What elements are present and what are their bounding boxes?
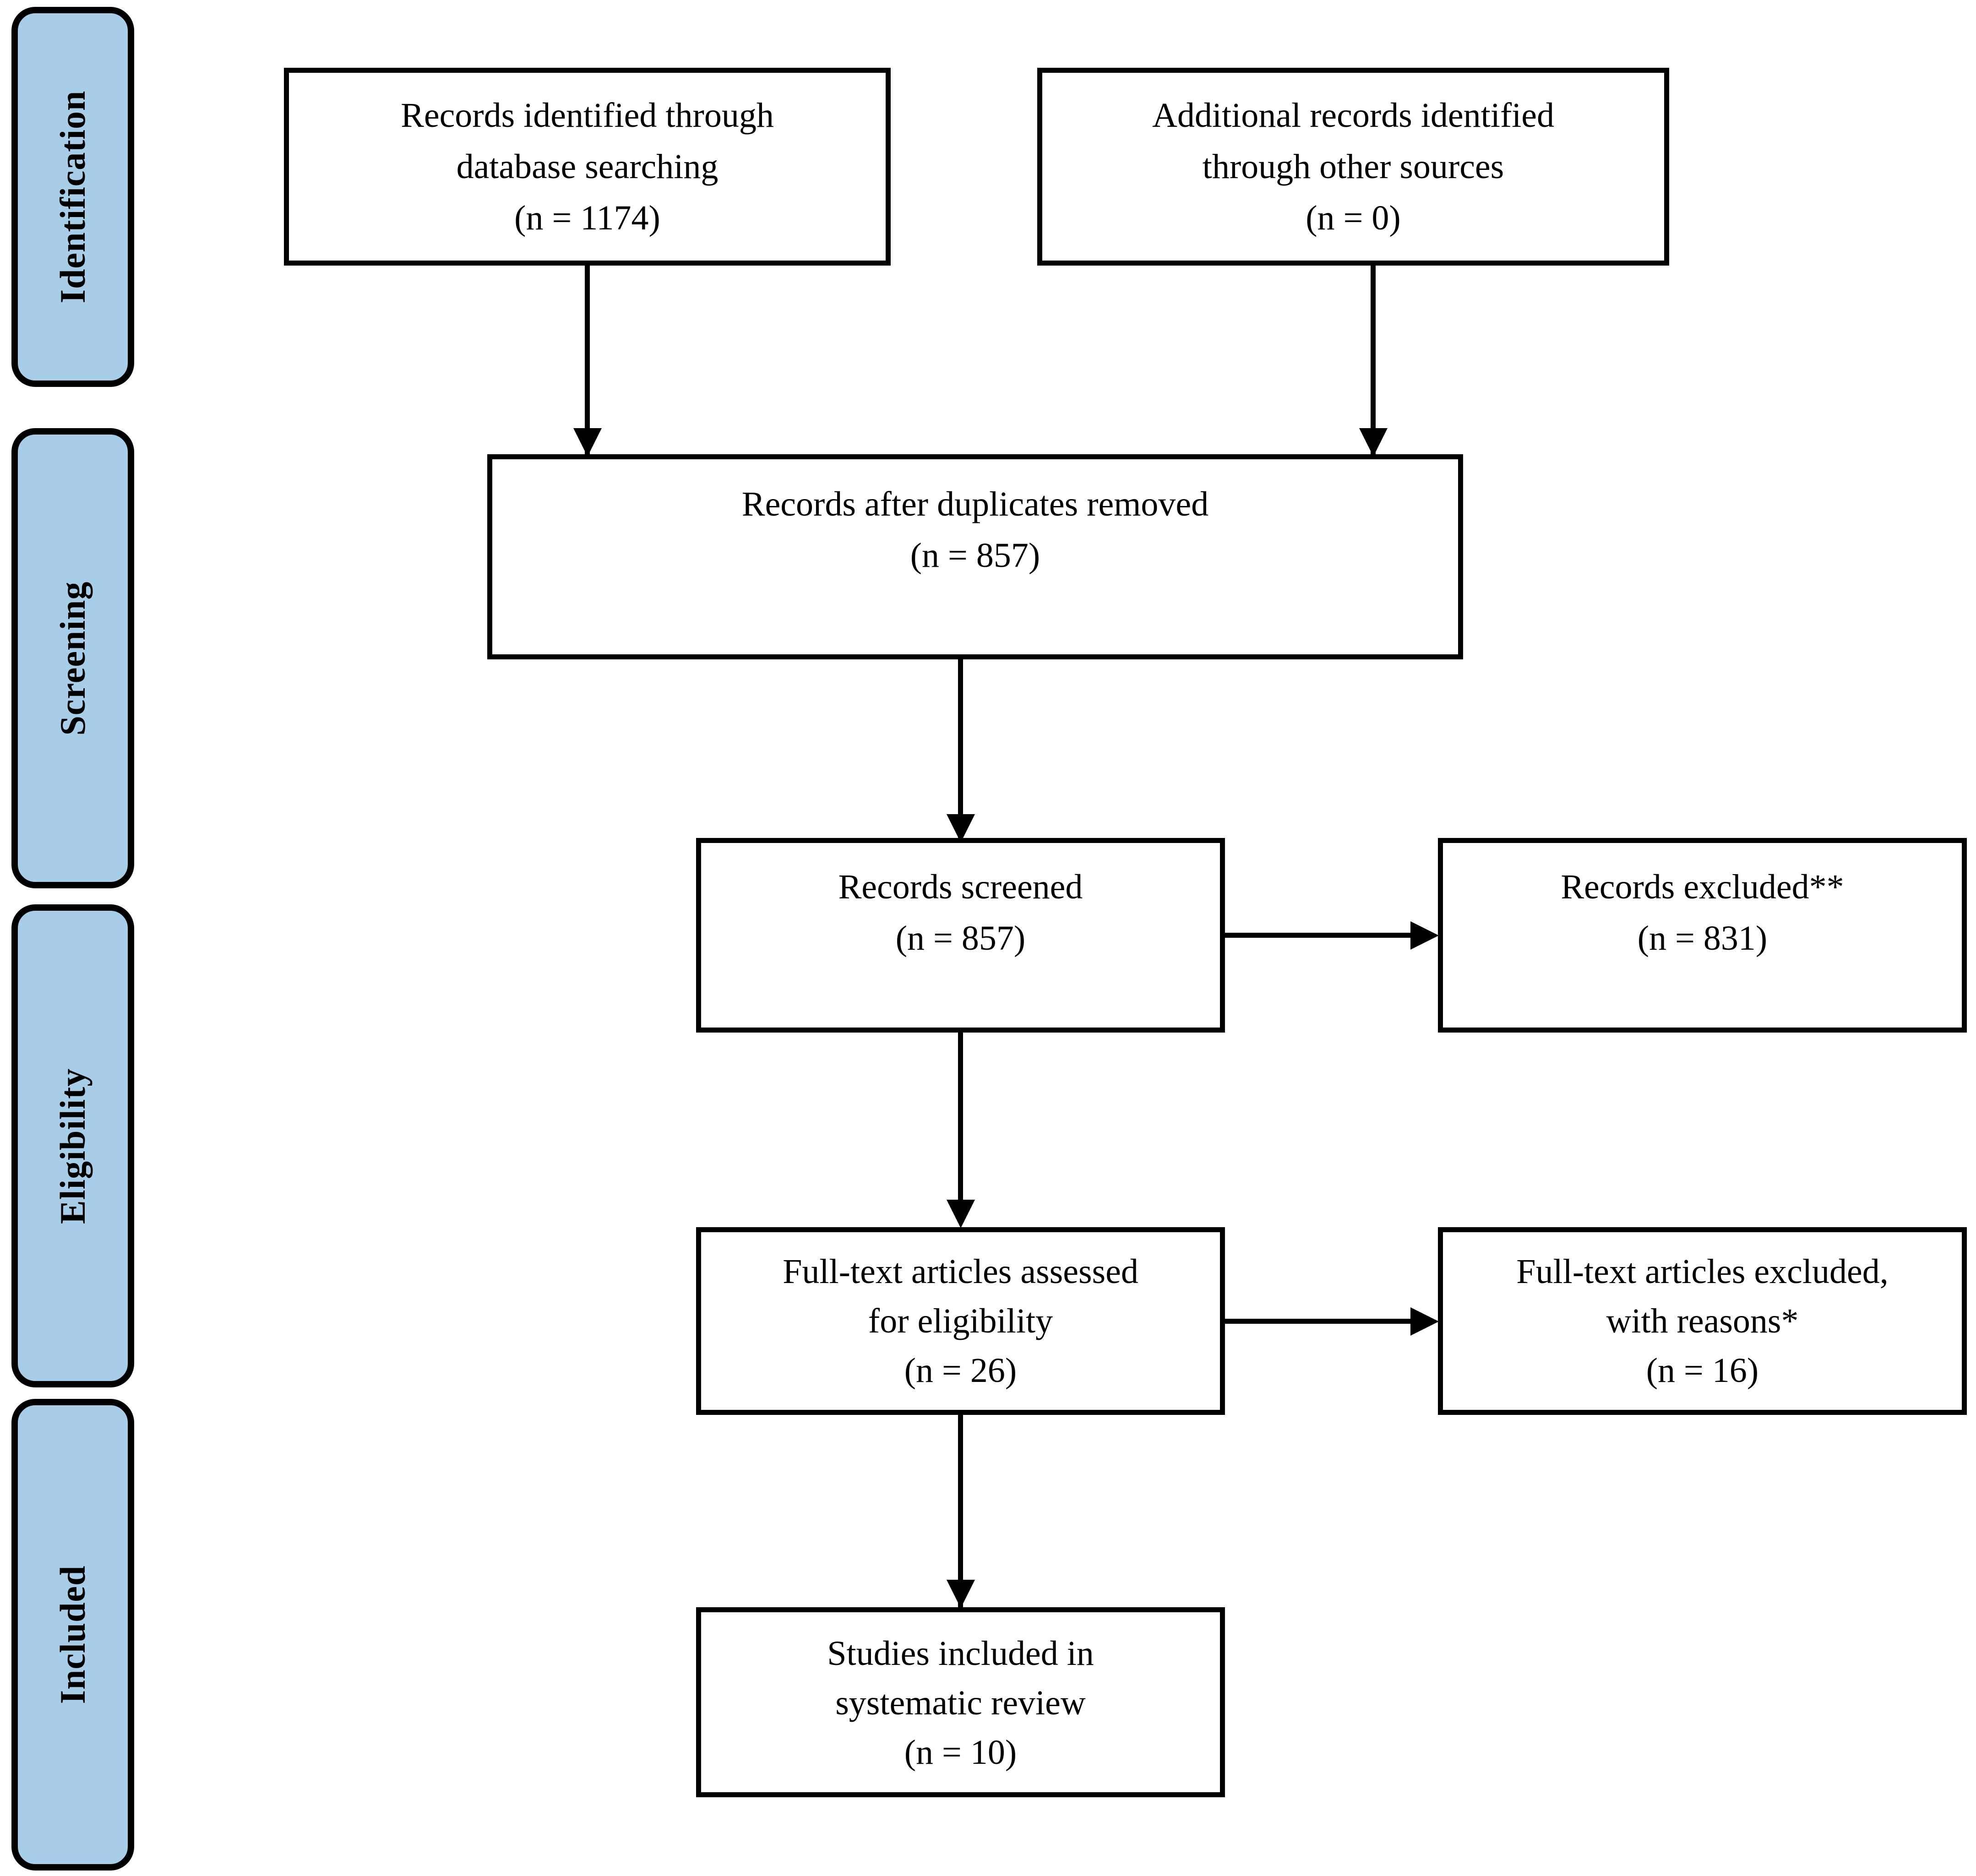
connector-fulltext-to-included-line bbox=[958, 1415, 963, 1610]
connector-screened-to-excluded-line bbox=[1225, 933, 1414, 938]
box-records-excluded: Records excluded** (n = 831) bbox=[1438, 838, 1967, 1033]
connector-fulltext-to-excluded-arrow bbox=[1410, 1307, 1439, 1336]
box-records-identified-database-line1: Records identified through bbox=[401, 96, 774, 135]
box-fulltext-assessed-line1: Full-text articles assessed bbox=[783, 1252, 1138, 1291]
stage-pill-screening: Screening bbox=[11, 428, 134, 888]
box-records-after-duplicates-line1: Records after duplicates removed bbox=[741, 485, 1209, 523]
box-records-identified-other-line2: through other sources bbox=[1202, 147, 1504, 186]
connector-screened-to-excluded-arrow bbox=[1410, 921, 1439, 950]
box-records-identified-other-line1: Additional records identified bbox=[1152, 96, 1554, 135]
connector-dedup-to-screened-line bbox=[958, 659, 963, 843]
connector-other-to-dedup-arrow bbox=[1359, 428, 1388, 457]
stage-pill-identification: Identification bbox=[11, 7, 134, 387]
box-records-screened-line1: Records screened bbox=[838, 868, 1083, 906]
box-records-excluded-count: (n = 831) bbox=[1637, 919, 1768, 957]
connector-db-to-dedup-line bbox=[585, 266, 590, 456]
box-records-identified-database-line2: database searching bbox=[456, 147, 719, 186]
connector-other-to-dedup-line bbox=[1371, 266, 1376, 456]
box-fulltext-excluded: Full-text articles excluded, with reason… bbox=[1438, 1227, 1967, 1415]
connector-screened-to-fulltext-arrow bbox=[947, 1200, 975, 1228]
box-studies-included-line2: systematic review bbox=[835, 1684, 1086, 1722]
box-records-identified-other-count: (n = 0) bbox=[1306, 199, 1401, 237]
box-fulltext-assessed-line2: for eligibility bbox=[868, 1302, 1053, 1340]
box-fulltext-assessed: Full-text articles assessed for eligibil… bbox=[696, 1227, 1225, 1415]
box-fulltext-excluded-count: (n = 16) bbox=[1646, 1351, 1759, 1390]
box-records-identified-other: Additional records identified through ot… bbox=[1037, 68, 1669, 266]
box-records-after-duplicates: Records after duplicates removed (n = 85… bbox=[487, 454, 1463, 659]
stage-pill-included: Included bbox=[11, 1399, 134, 1871]
box-records-screened: Records screened (n = 857) bbox=[696, 838, 1225, 1033]
box-records-identified-database: Records identified through database sear… bbox=[284, 68, 891, 266]
box-records-excluded-line1: Records excluded** bbox=[1561, 868, 1844, 906]
stage-label-screening: Screening bbox=[53, 581, 93, 735]
connector-fulltext-to-included-arrow bbox=[947, 1580, 975, 1608]
stage-label-eligibility: Eligibility bbox=[53, 1068, 93, 1224]
box-studies-included: Studies included in systematic review (n… bbox=[696, 1607, 1225, 1797]
connector-db-to-dedup-arrow bbox=[573, 428, 602, 457]
stage-label-included: Included bbox=[53, 1565, 93, 1704]
box-fulltext-assessed-count: (n = 26) bbox=[904, 1351, 1017, 1390]
connector-dedup-to-screened-arrow bbox=[947, 814, 975, 843]
box-records-after-duplicates-count: (n = 857) bbox=[910, 536, 1040, 575]
box-studies-included-count: (n = 10) bbox=[904, 1733, 1017, 1772]
connector-fulltext-to-excluded-line bbox=[1225, 1319, 1414, 1324]
box-fulltext-excluded-line1: Full-text articles excluded, bbox=[1516, 1252, 1889, 1291]
box-records-screened-count: (n = 857) bbox=[895, 919, 1026, 957]
box-studies-included-line1: Studies included in bbox=[827, 1634, 1094, 1673]
box-records-identified-database-count: (n = 1174) bbox=[514, 199, 660, 237]
stage-pill-eligibility: Eligibility bbox=[11, 904, 134, 1387]
stage-label-identification: Identification bbox=[53, 90, 93, 304]
connector-screened-to-fulltext-line bbox=[958, 1033, 963, 1203]
box-fulltext-excluded-line2: with reasons* bbox=[1606, 1302, 1799, 1340]
